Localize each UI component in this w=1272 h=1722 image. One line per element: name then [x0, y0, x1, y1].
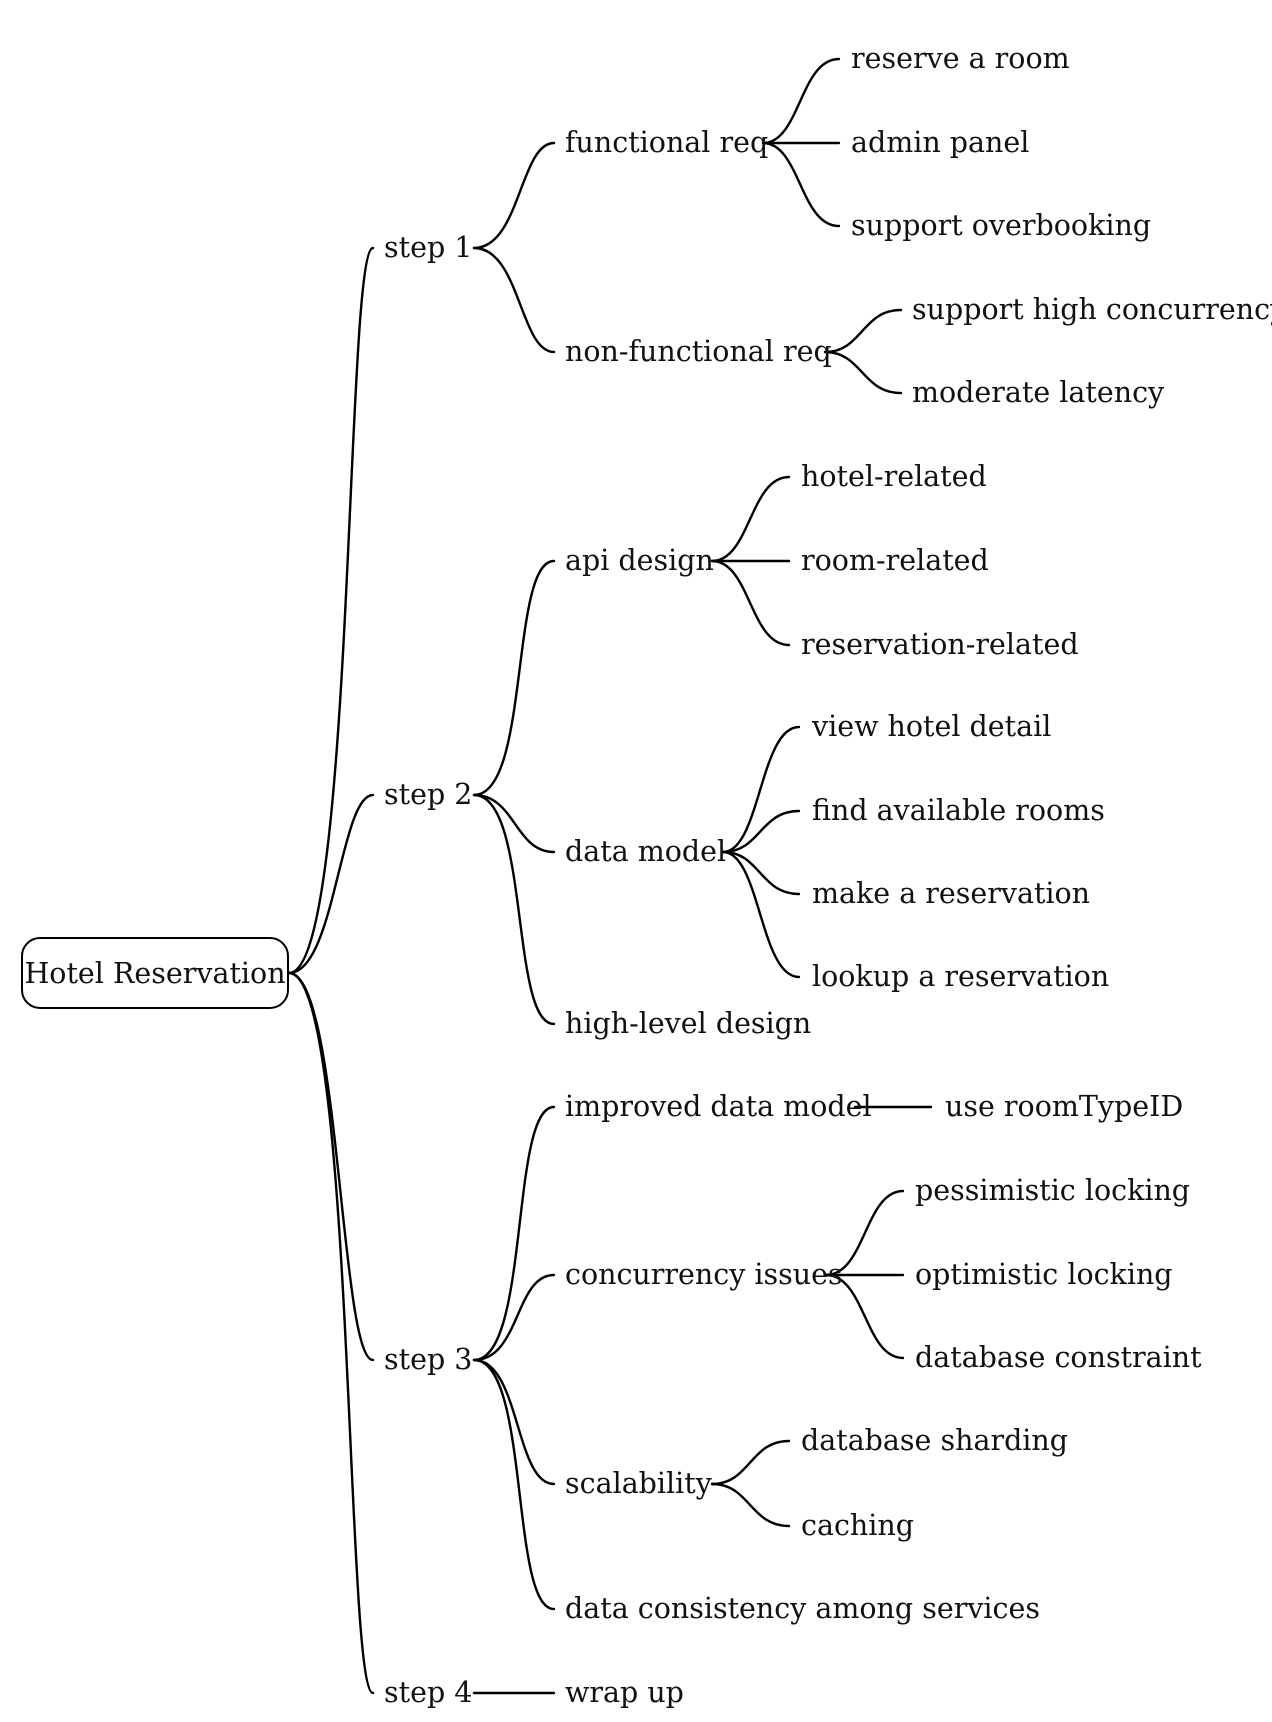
admin-panel-leaf: admin panel — [851, 126, 1030, 159]
data-consistency-node: data consistency among services — [565, 1592, 1040, 1625]
edge-non-functional-req-moderate-latency — [823, 350, 903, 395]
edge-step-2-api-design — [472, 559, 556, 797]
edge-scalability-caching — [710, 1482, 791, 1528]
make-a-reservation-leaf: make a reservation — [812, 877, 1091, 910]
database-sharding-leaf: database sharding — [801, 1424, 1069, 1457]
edge-root-step-1 — [287, 246, 375, 975]
edge-data-model-find-available-rooms — [721, 809, 801, 854]
view-hotel-detail-leaf: view hotel detail — [812, 710, 1052, 743]
functional-req-node: functional req — [565, 126, 769, 159]
wrap-up-node: wrap up — [565, 1676, 684, 1709]
non-functional-req-node: non-functional req — [565, 335, 832, 368]
improved-data-model-node: improved data model — [565, 1090, 872, 1123]
find-available-rooms-leaf: find available rooms — [812, 794, 1105, 827]
caching-leaf: caching — [801, 1509, 914, 1542]
step-2-node: step 2 — [384, 778, 473, 811]
scalability-node: scalability — [565, 1467, 712, 1500]
data-model-node: data model — [565, 835, 727, 868]
edge-scalability-database-sharding — [710, 1439, 791, 1486]
moderate-latency-leaf: moderate latency — [912, 376, 1165, 409]
edge-non-functional-req-support-high-concurrency — [823, 308, 903, 354]
edge-step-1-non-functional-req — [472, 246, 556, 354]
edge-step-3-data-consistency — [472, 1358, 556, 1611]
edge-step-2-data-model — [472, 793, 556, 854]
edge-data-model-lookup-a-reservation — [721, 850, 801, 979]
use-roomtypeid-leaf: use roomTypeID — [945, 1090, 1184, 1123]
reserve-a-room-leaf: reserve a room — [851, 42, 1070, 75]
edge-api-design-reservation-related — [710, 559, 791, 647]
edge-step-3-scalability — [472, 1358, 556, 1486]
edge-step-1-functional-req — [472, 141, 556, 250]
step-3-node: step 3 — [384, 1343, 473, 1376]
step-1-node: step 1 — [384, 231, 473, 264]
reservation-related-leaf: reservation-related — [801, 628, 1079, 661]
edge-step-3-concurrency-issues — [472, 1273, 556, 1362]
edge-concurrency-issues-database-constraint — [824, 1273, 905, 1360]
optimistic-locking-leaf: optimistic locking — [915, 1258, 1173, 1291]
edge-step-3-improved-data-model — [472, 1105, 556, 1362]
edge-functional-req-reserve-a-room — [761, 57, 841, 145]
edge-root-step-4 — [287, 971, 375, 1695]
step-4-node: step 4 — [384, 1676, 473, 1709]
lookup-a-reservation-leaf: lookup a reservation — [812, 960, 1110, 993]
edge-root-step-2 — [287, 793, 375, 975]
support-high-concurrency-leaf: support high concurrency — [912, 293, 1272, 326]
edge-data-model-make-a-reservation — [721, 850, 801, 896]
root-node: Hotel Reservation — [21, 937, 289, 1009]
database-constraint-leaf: database constraint — [915, 1341, 1202, 1374]
edge-data-model-view-hotel-detail — [721, 725, 801, 854]
concurrency-issues-node: concurrency issues — [565, 1258, 843, 1291]
edge-concurrency-issues-pessimistic-locking — [824, 1189, 905, 1277]
edge-api-design-hotel-related — [710, 475, 791, 563]
edge-step-2-high-level-design — [472, 793, 556, 1026]
hotel-related-leaf: hotel-related — [801, 460, 987, 493]
edge-root-step-3 — [287, 971, 375, 1362]
pessimistic-locking-leaf: pessimistic locking — [915, 1174, 1191, 1207]
high-level-design-node: high-level design — [565, 1007, 812, 1040]
root-label: Hotel Reservation — [24, 956, 286, 990]
support-overbooking-leaf: support overbooking — [851, 209, 1152, 242]
edge-functional-req-support-overbooking — [761, 141, 841, 228]
api-design-node: api design — [565, 544, 714, 577]
room-related-leaf: room-related — [801, 544, 989, 577]
